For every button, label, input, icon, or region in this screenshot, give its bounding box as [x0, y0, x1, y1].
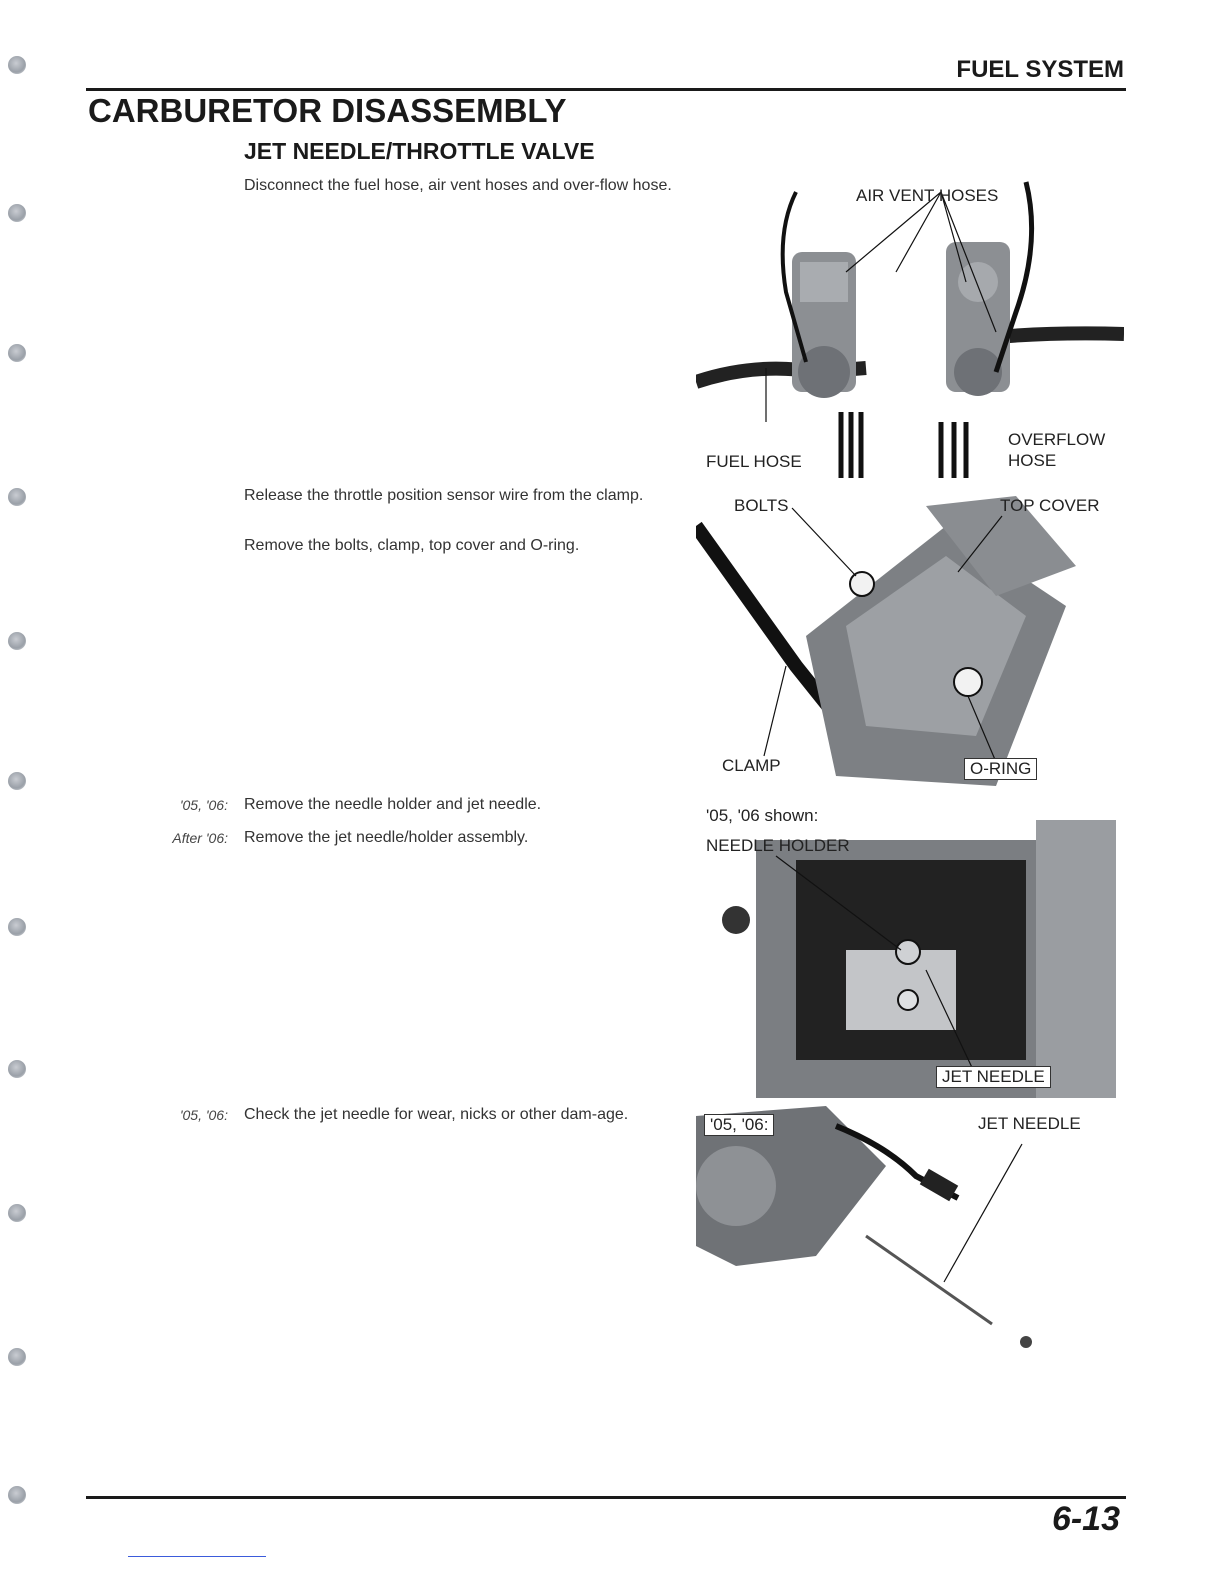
binder-hole [8, 772, 26, 790]
binder-hole [8, 488, 26, 506]
step-text: Remove the jet needle/holder assembly. [244, 829, 529, 846]
bottom-link-line [128, 1556, 266, 1557]
page-subtitle: JET NEEDLE/THROTTLE VALVE [244, 138, 595, 164]
step-text: Remove the needle holder and jet needle. [244, 796, 542, 813]
label-jet-needle: JET NEEDLE [978, 1114, 1081, 1133]
binder-hole [8, 632, 26, 650]
carburetor-top-cover-illustration [696, 486, 1124, 788]
label-jet-needle: JET NEEDLE [936, 1066, 1051, 1088]
label-top-cover: TOP COVER [1000, 496, 1100, 515]
label-air-vent-hoses: AIR VENT HOSES [856, 186, 999, 205]
label-model-shown: '05, '06 shown: [706, 806, 819, 825]
figure-needle-holder: '05, '06 shown: NEEDLE HOLDER JET NEEDLE [696, 800, 1124, 1098]
figure-hoses: AIR VENT HOSES FUEL HOSE OVERFLOW HOSE [696, 172, 1124, 478]
label-fuel-hose: FUEL HOSE [706, 452, 802, 471]
step-text: Check the jet needle for wear, nicks or … [244, 1106, 629, 1123]
section-header: FUEL SYSTEM [956, 56, 1124, 83]
binder-hole [8, 1060, 26, 1078]
figure-jet-needle: '05, '06: JET NEEDLE [696, 1106, 1124, 1366]
binder-hole [8, 204, 26, 222]
binder-hole [8, 1204, 26, 1222]
label-needle-holder: NEEDLE HOLDER [706, 836, 850, 855]
needle-holder-illustration [696, 800, 1124, 1098]
binder-hole [8, 1348, 26, 1366]
model-label: '05, '06: [179, 797, 228, 813]
model-label: After '06: [172, 830, 228, 846]
header-rule [86, 88, 1126, 91]
model-label: '05, '06: [179, 1107, 228, 1123]
carburetor-hoses-illustration [696, 172, 1124, 478]
page-number: 6-13 [1051, 1500, 1120, 1538]
binder-hole [8, 56, 26, 74]
binder-hole [8, 344, 26, 362]
label-o-ring: O-RING [964, 758, 1038, 780]
step-text: Release the throttle position sensor wir… [244, 487, 644, 504]
label-clamp: CLAMP [722, 756, 781, 775]
step-text: Disconnect the fuel hose, air vent hoses… [244, 177, 672, 194]
jet-needle-illustration [696, 1106, 1124, 1366]
label-model: '05, '06: [704, 1114, 775, 1136]
figure-top-cover: BOLTS TOP COVER CLAMP O-RING [696, 486, 1124, 788]
label-overflow-hose-2: HOSE [1008, 451, 1057, 470]
binder-hole [8, 1486, 26, 1504]
step-text: Remove the bolts, clamp, top cover and O… [244, 537, 580, 554]
footer-rule [86, 1496, 1126, 1499]
page-title: CARBURETOR DISASSEMBLY [88, 92, 567, 129]
binder-hole [8, 918, 26, 936]
label-overflow-hose: OVERFLOW [1008, 430, 1106, 449]
label-bolts: BOLTS [734, 496, 789, 515]
